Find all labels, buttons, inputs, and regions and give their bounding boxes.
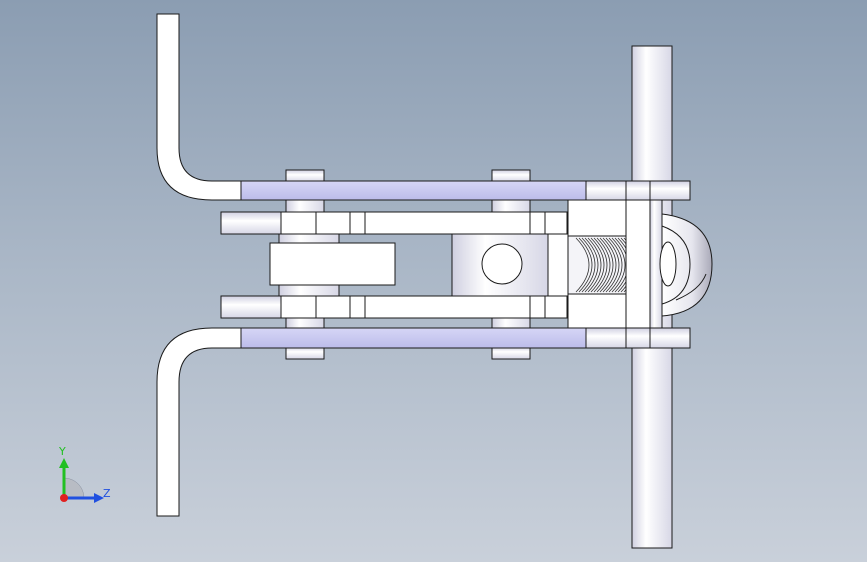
clevis-jaw (547, 233, 569, 297)
thread-line (575, 237, 590, 293)
adjust-knob[interactable] (661, 213, 713, 317)
pin-cap-top-right (491, 169, 531, 183)
lower-l-bracket[interactable] (156, 327, 242, 517)
right-bottom-bush (585, 327, 691, 349)
upper-l-bracket[interactable] (156, 13, 242, 201)
pin-cap-top-left (285, 169, 325, 183)
right-top-bush (585, 180, 691, 201)
thread-line (602, 237, 617, 293)
thread-line (593, 237, 608, 293)
pin-cap-bottom-left (285, 346, 325, 360)
thread-line (605, 237, 620, 293)
thread-line (590, 237, 605, 293)
thread-line (611, 237, 626, 293)
coordinate-triad: Y Z (58, 445, 111, 503)
axis-z-label: Z (103, 487, 111, 500)
thread-line (599, 237, 614, 293)
axis-y-label: Y (58, 445, 66, 458)
thread-line (584, 237, 599, 293)
top-link-plate[interactable] (240, 180, 587, 201)
clevis-pin-hole (481, 243, 523, 285)
pin-cap-bottom-right (491, 346, 531, 360)
bottom-link-plate[interactable] (240, 327, 587, 349)
thread-line (608, 237, 623, 293)
central-block[interactable] (269, 242, 396, 286)
thread-line (596, 237, 611, 293)
thread-line (578, 237, 593, 293)
thread-line (587, 237, 602, 293)
thread-line (581, 237, 596, 293)
